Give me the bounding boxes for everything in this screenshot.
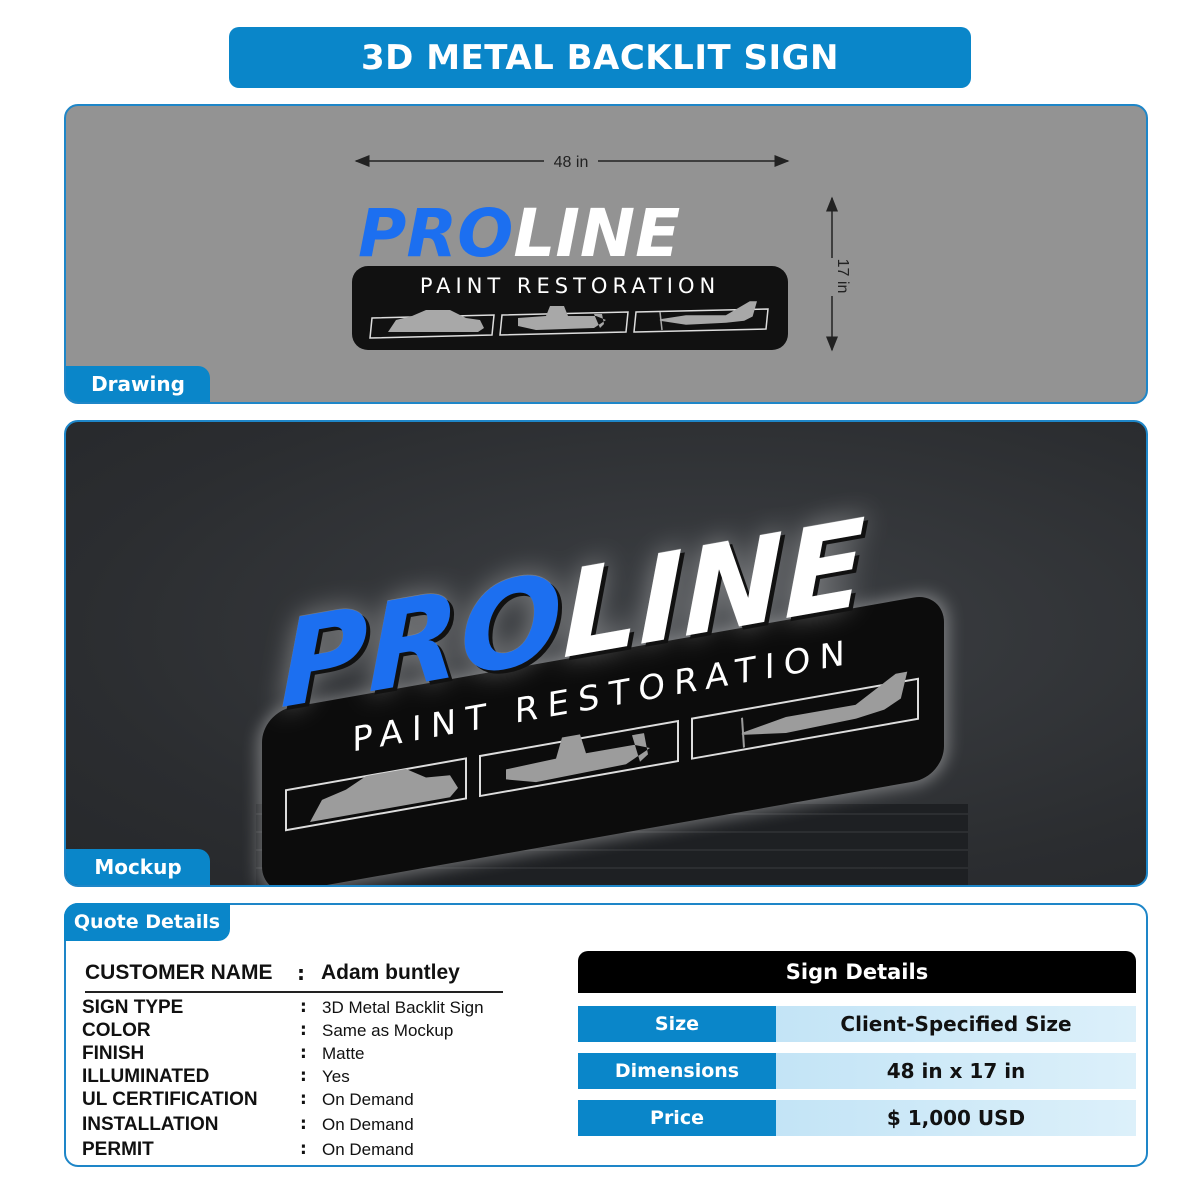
detail-key: Dimensions	[578, 1053, 776, 1089]
customer-name-row: CUSTOMER NAME : Adam buntley	[85, 959, 503, 993]
mockup-tagline-plate	[262, 597, 944, 885]
customer-name-label: CUSTOMER NAME	[85, 961, 273, 984]
page-title: 3D METAL BACKLIT SIGN	[229, 27, 971, 88]
spec-colon: :	[300, 1020, 307, 1040]
drawing-panel: 48 in 17 in PROLINE PAINT RESTORATION Dr…	[64, 104, 1148, 404]
detail-key: Price	[578, 1100, 776, 1136]
detail-value: 48 in x 17 in	[776, 1053, 1136, 1089]
boat-silhouette-icon	[518, 306, 606, 330]
spec-row-ul-certification: UL CERTIFICATION : On Demand	[82, 1089, 512, 1111]
mockup-tab: Mockup	[66, 849, 210, 885]
spec-row-color: COLOR : Same as Mockup	[82, 1020, 512, 1042]
spec-value: On Demand	[322, 1115, 414, 1134]
spec-colon: :	[300, 1066, 307, 1086]
width-dimension-label: 48 in	[554, 154, 589, 171]
quote-details-tab: Quote Details	[64, 903, 230, 941]
car-silhouette-icon	[388, 310, 484, 332]
mockup-car-silhouette-icon	[310, 769, 458, 822]
spec-label: PERMIT	[82, 1139, 154, 1160]
spec-row-finish: FINISH : Matte	[82, 1043, 512, 1065]
spec-colon: :	[300, 1139, 307, 1159]
detail-row-dimensions: Dimensions 48 in x 17 in	[578, 1053, 1136, 1089]
spec-label: INSTALLATION	[82, 1114, 219, 1135]
mockup-logo: PAINT RESTORATION PROLINE PROLINE PROLIN…	[256, 493, 968, 885]
detail-value: $ 1,000 USD	[776, 1100, 1136, 1136]
mockup-panel: PAINT RESTORATION PROLINE PROLINE PROLIN…	[64, 420, 1148, 887]
spec-row-permit: PERMIT : On Demand	[82, 1139, 512, 1161]
spec-value: On Demand	[322, 1140, 414, 1159]
spec-colon: :	[300, 1089, 307, 1109]
mockup-plane-silhouette-icon	[741, 671, 908, 748]
drawing-logo: 48 in 17 in PROLINE PAINT RESTORATION	[352, 154, 851, 352]
detail-key: Size	[578, 1006, 776, 1042]
spec-row-installation: INSTALLATION : On Demand	[82, 1114, 512, 1136]
quote-details-panel: Quote Details CUSTOMER NAME : Adam buntl…	[64, 903, 1148, 1167]
spec-label: UL CERTIFICATION	[82, 1089, 258, 1110]
spec-row-illuminated: ILLUMINATED : Yes	[82, 1066, 512, 1088]
spec-value: On Demand	[322, 1090, 414, 1109]
customer-name-colon: :	[297, 961, 305, 985]
spec-label: FINISH	[82, 1043, 145, 1064]
spec-colon: :	[300, 997, 307, 1017]
spec-value: Same as Mockup	[322, 1021, 454, 1040]
customer-name-value: Adam buntley	[321, 961, 460, 984]
mockup-boat-silhouette-icon	[506, 733, 650, 783]
detail-row-size: Size Client-Specified Size	[578, 1006, 1136, 1042]
brand-part-pro: PRO	[358, 195, 513, 272]
spec-value: 3D Metal Backlit Sign	[322, 998, 484, 1017]
spec-value: Matte	[322, 1044, 365, 1063]
drawing-tab: Drawing	[66, 366, 210, 402]
sign-details-header: Sign Details	[578, 951, 1136, 993]
spec-label: COLOR	[82, 1020, 151, 1041]
spec-colon: :	[300, 1114, 307, 1134]
vehicle-frames	[369, 308, 769, 339]
brand-text: PROLINE	[358, 195, 680, 272]
plane-silhouette-icon	[659, 301, 757, 331]
spec-row-sign-type: SIGN TYPE : 3D Metal Backlit Sign	[82, 997, 512, 1019]
tagline-text: PAINT RESTORATION	[420, 274, 720, 298]
detail-value: Client-Specified Size	[776, 1006, 1136, 1042]
spec-colon: :	[300, 1043, 307, 1063]
spec-label: ILLUMINATED	[82, 1066, 210, 1087]
brand-part-line: LINE	[513, 195, 680, 272]
spec-label: SIGN TYPE	[82, 997, 184, 1018]
spec-value: Yes	[322, 1067, 350, 1086]
detail-row-price: Price $ 1,000 USD	[578, 1100, 1136, 1136]
height-dimension-label: 17 in	[834, 259, 851, 294]
